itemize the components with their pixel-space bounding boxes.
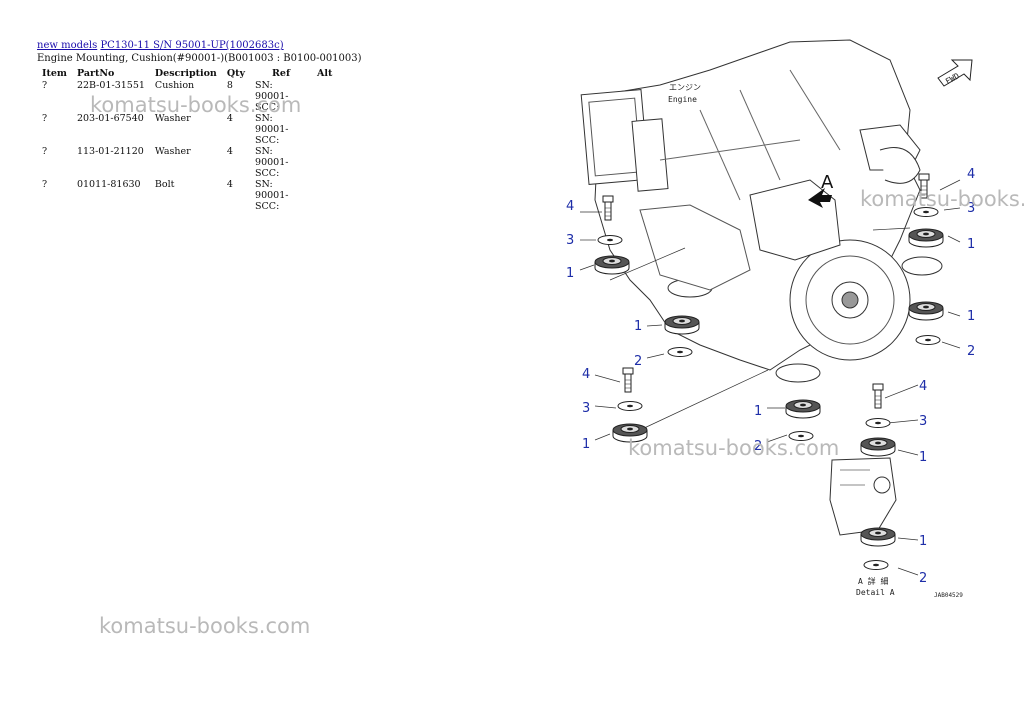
table-row: ? 01011-81630 Bolt 4 SN: 90001-SCC: <box>37 179 337 212</box>
cell-partno: 22B-01-31551 <box>76 80 145 91</box>
cell-description: Washer <box>154 146 191 157</box>
cell-description: Washer <box>154 113 191 124</box>
callout-1: 1 <box>582 437 590 452</box>
cell-qty: 4 <box>226 113 233 124</box>
watermark-text: komatsu-books.com <box>90 93 302 117</box>
cell-alt <box>312 179 337 212</box>
cell-item: ? <box>42 113 48 124</box>
detail-a-arrow-icon <box>808 188 832 208</box>
table-row: ? 22B-01-31551 Cushion 8 SN: 90001-SCC: <box>37 80 337 113</box>
col-alt-header: Alt <box>317 67 333 79</box>
detail-label-en: Detail A <box>856 588 895 597</box>
col-description-header: Description <box>154 67 217 79</box>
callout-4: 4 <box>566 199 574 214</box>
detail-a-bracket <box>829 457 897 536</box>
callout-1: 1 <box>566 266 574 281</box>
callout-2: 2 <box>634 354 642 369</box>
cell-ref: SN: 90001-SCC: <box>255 146 289 179</box>
cell-qty: 4 <box>226 146 233 157</box>
callout-4: 4 <box>967 167 975 182</box>
callout-1: 1 <box>967 237 975 252</box>
mount-group-center-bottom <box>785 399 821 441</box>
cell-qty: 4 <box>226 179 233 190</box>
engine-label-en: Engine <box>668 95 697 104</box>
detail-marker: A <box>821 172 834 193</box>
callout-1: 1 <box>919 534 927 549</box>
callout-2: 2 <box>919 571 927 586</box>
detail-label-jp: A 詳 細 <box>858 576 888 586</box>
cell-ref: SN: 90001-SCC: <box>255 80 289 113</box>
table-header-row: Item PartNo Description Qty Ref Alt <box>37 66 337 80</box>
table-row: ? 113-01-21120 Washer 4 SN: 90001-SCC: <box>37 146 337 179</box>
col-qty-header: Qty <box>226 67 246 79</box>
callout-3: 3 <box>967 201 975 216</box>
breadcrumb: new models PC130-11 S/N 95001-UP(1002683… <box>37 40 284 51</box>
cell-alt <box>312 113 337 146</box>
callout-2: 2 <box>967 344 975 359</box>
cell-qty: 8 <box>226 80 233 91</box>
callout-4: 4 <box>582 367 590 382</box>
callout-3: 3 <box>919 414 927 429</box>
mount-group-right-mid <box>908 301 944 345</box>
cell-partno: 113-01-21120 <box>76 146 144 157</box>
breadcrumb-link-new-models[interactable]: new models <box>37 40 98 51</box>
callout-numbers: 4 3 1 4 3 1 1 2 1 2 4 3 1 1 2 4 3 1 1 2 <box>566 167 975 586</box>
cell-description: Cushion <box>154 80 195 91</box>
table-row: ? 203-01-67540 Washer 4 SN: 90001-SCC: <box>37 113 337 146</box>
callout-1: 1 <box>967 309 975 324</box>
drawing-id: JAB04529 <box>934 592 963 599</box>
callout-1: 1 <box>919 450 927 465</box>
callout-2: 2 <box>754 439 762 454</box>
callout-4: 4 <box>919 379 927 394</box>
cell-item: ? <box>42 80 48 91</box>
col-item-header: Item <box>42 67 67 79</box>
breadcrumb-link-model[interactable]: PC130-11 S/N 95001-UP(1002683c) <box>100 40 284 51</box>
page-subtitle: Engine Mounting, Cushion(#90001-)(B00100… <box>37 53 362 64</box>
callout-1: 1 <box>634 319 642 334</box>
parts-table: Item PartNo Description Qty Ref Alt ? 22… <box>37 66 337 213</box>
callout-3: 3 <box>566 233 574 248</box>
cell-description: Bolt <box>154 179 175 190</box>
col-partno-header: PartNo <box>76 67 115 79</box>
cell-ref: SN: 90001-SCC: <box>255 113 289 146</box>
cell-item: ? <box>42 146 48 157</box>
col-ref-header: Ref <box>272 67 291 79</box>
engine-label-jp: エンジン <box>669 83 701 92</box>
cell-item: ? <box>42 179 48 190</box>
fwd-arrow-icon: FWD <box>937 59 973 87</box>
mount-group-left-bottom <box>612 367 648 443</box>
cell-partno: 01011-81630 <box>76 179 141 190</box>
callout-3: 3 <box>582 401 590 416</box>
callout-1: 1 <box>754 404 762 419</box>
cell-partno: 203-01-67540 <box>76 113 144 124</box>
parts-diagram: FWD エンジン Engine A <box>566 39 975 599</box>
watermark-text: komatsu-books.com <box>99 614 311 638</box>
watermark-text: komatsu-books.com <box>628 436 840 460</box>
watermark-text: komatsu-books.com <box>860 187 1024 211</box>
engine-drawing <box>580 39 943 383</box>
cell-ref: SN: 90001-SCC: <box>255 179 289 212</box>
cell-alt <box>312 80 337 113</box>
cell-alt <box>312 146 337 179</box>
